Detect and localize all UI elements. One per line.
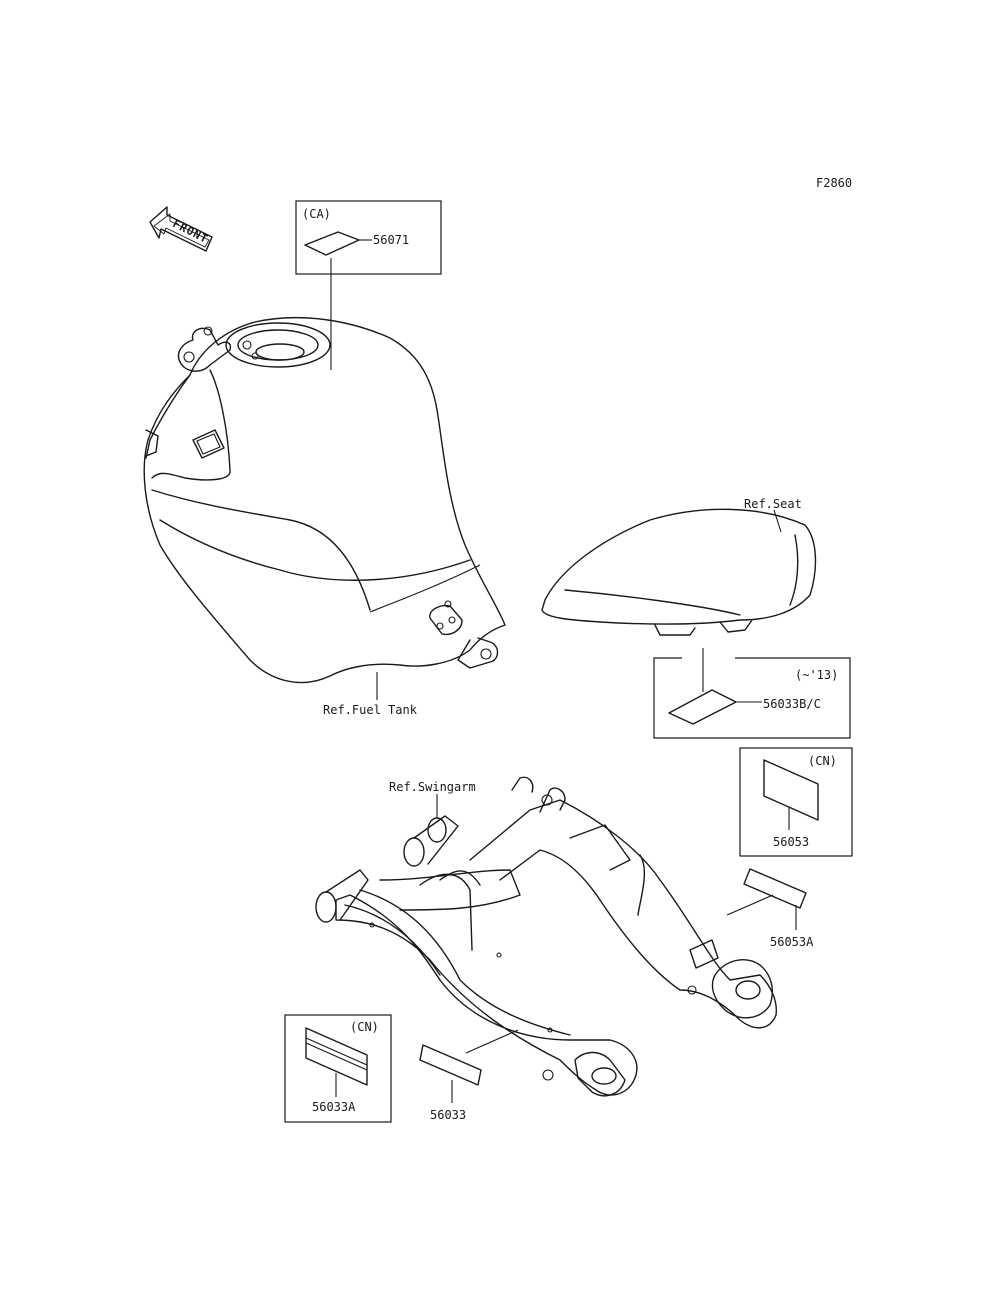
ref-fuel-tank-label: Ref.Fuel Tank bbox=[323, 703, 418, 717]
part-number: 56071 bbox=[373, 233, 409, 247]
part-number: 56033B/C bbox=[763, 697, 821, 711]
ref-seat-label: Ref.Seat bbox=[744, 497, 802, 511]
callout-56071: (CA) 56071 bbox=[295, 200, 442, 370]
seat-drawing bbox=[541, 508, 817, 636]
ref-swingarm-label: Ref.Swingarm bbox=[389, 780, 476, 794]
swingarm-drawing bbox=[315, 776, 777, 1097]
part-variant: (CN) bbox=[808, 754, 837, 768]
part-number: 56053A bbox=[770, 935, 814, 949]
part-number: 56053 bbox=[773, 835, 809, 849]
callout-56033: 56033 bbox=[419, 1029, 519, 1122]
part-variant: (CA) bbox=[302, 207, 331, 221]
part-number: 56033A bbox=[312, 1100, 356, 1114]
callout-56053a: 56053A bbox=[726, 868, 814, 949]
callout-56033a: (CN) 56033A bbox=[284, 1014, 392, 1123]
fuel-tank-drawing bbox=[143, 317, 506, 684]
part-number: 56033 bbox=[430, 1108, 466, 1122]
front-arrow-icon: FRONT bbox=[149, 206, 213, 252]
part-variant: (CN) bbox=[350, 1020, 379, 1034]
callout-56053: (CN) 56053 bbox=[739, 747, 853, 857]
figure-code: F2860 bbox=[816, 176, 852, 190]
callout-56033bc: (~'13) 56033B/C bbox=[653, 648, 851, 739]
part-variant: (~'13) bbox=[795, 668, 838, 682]
